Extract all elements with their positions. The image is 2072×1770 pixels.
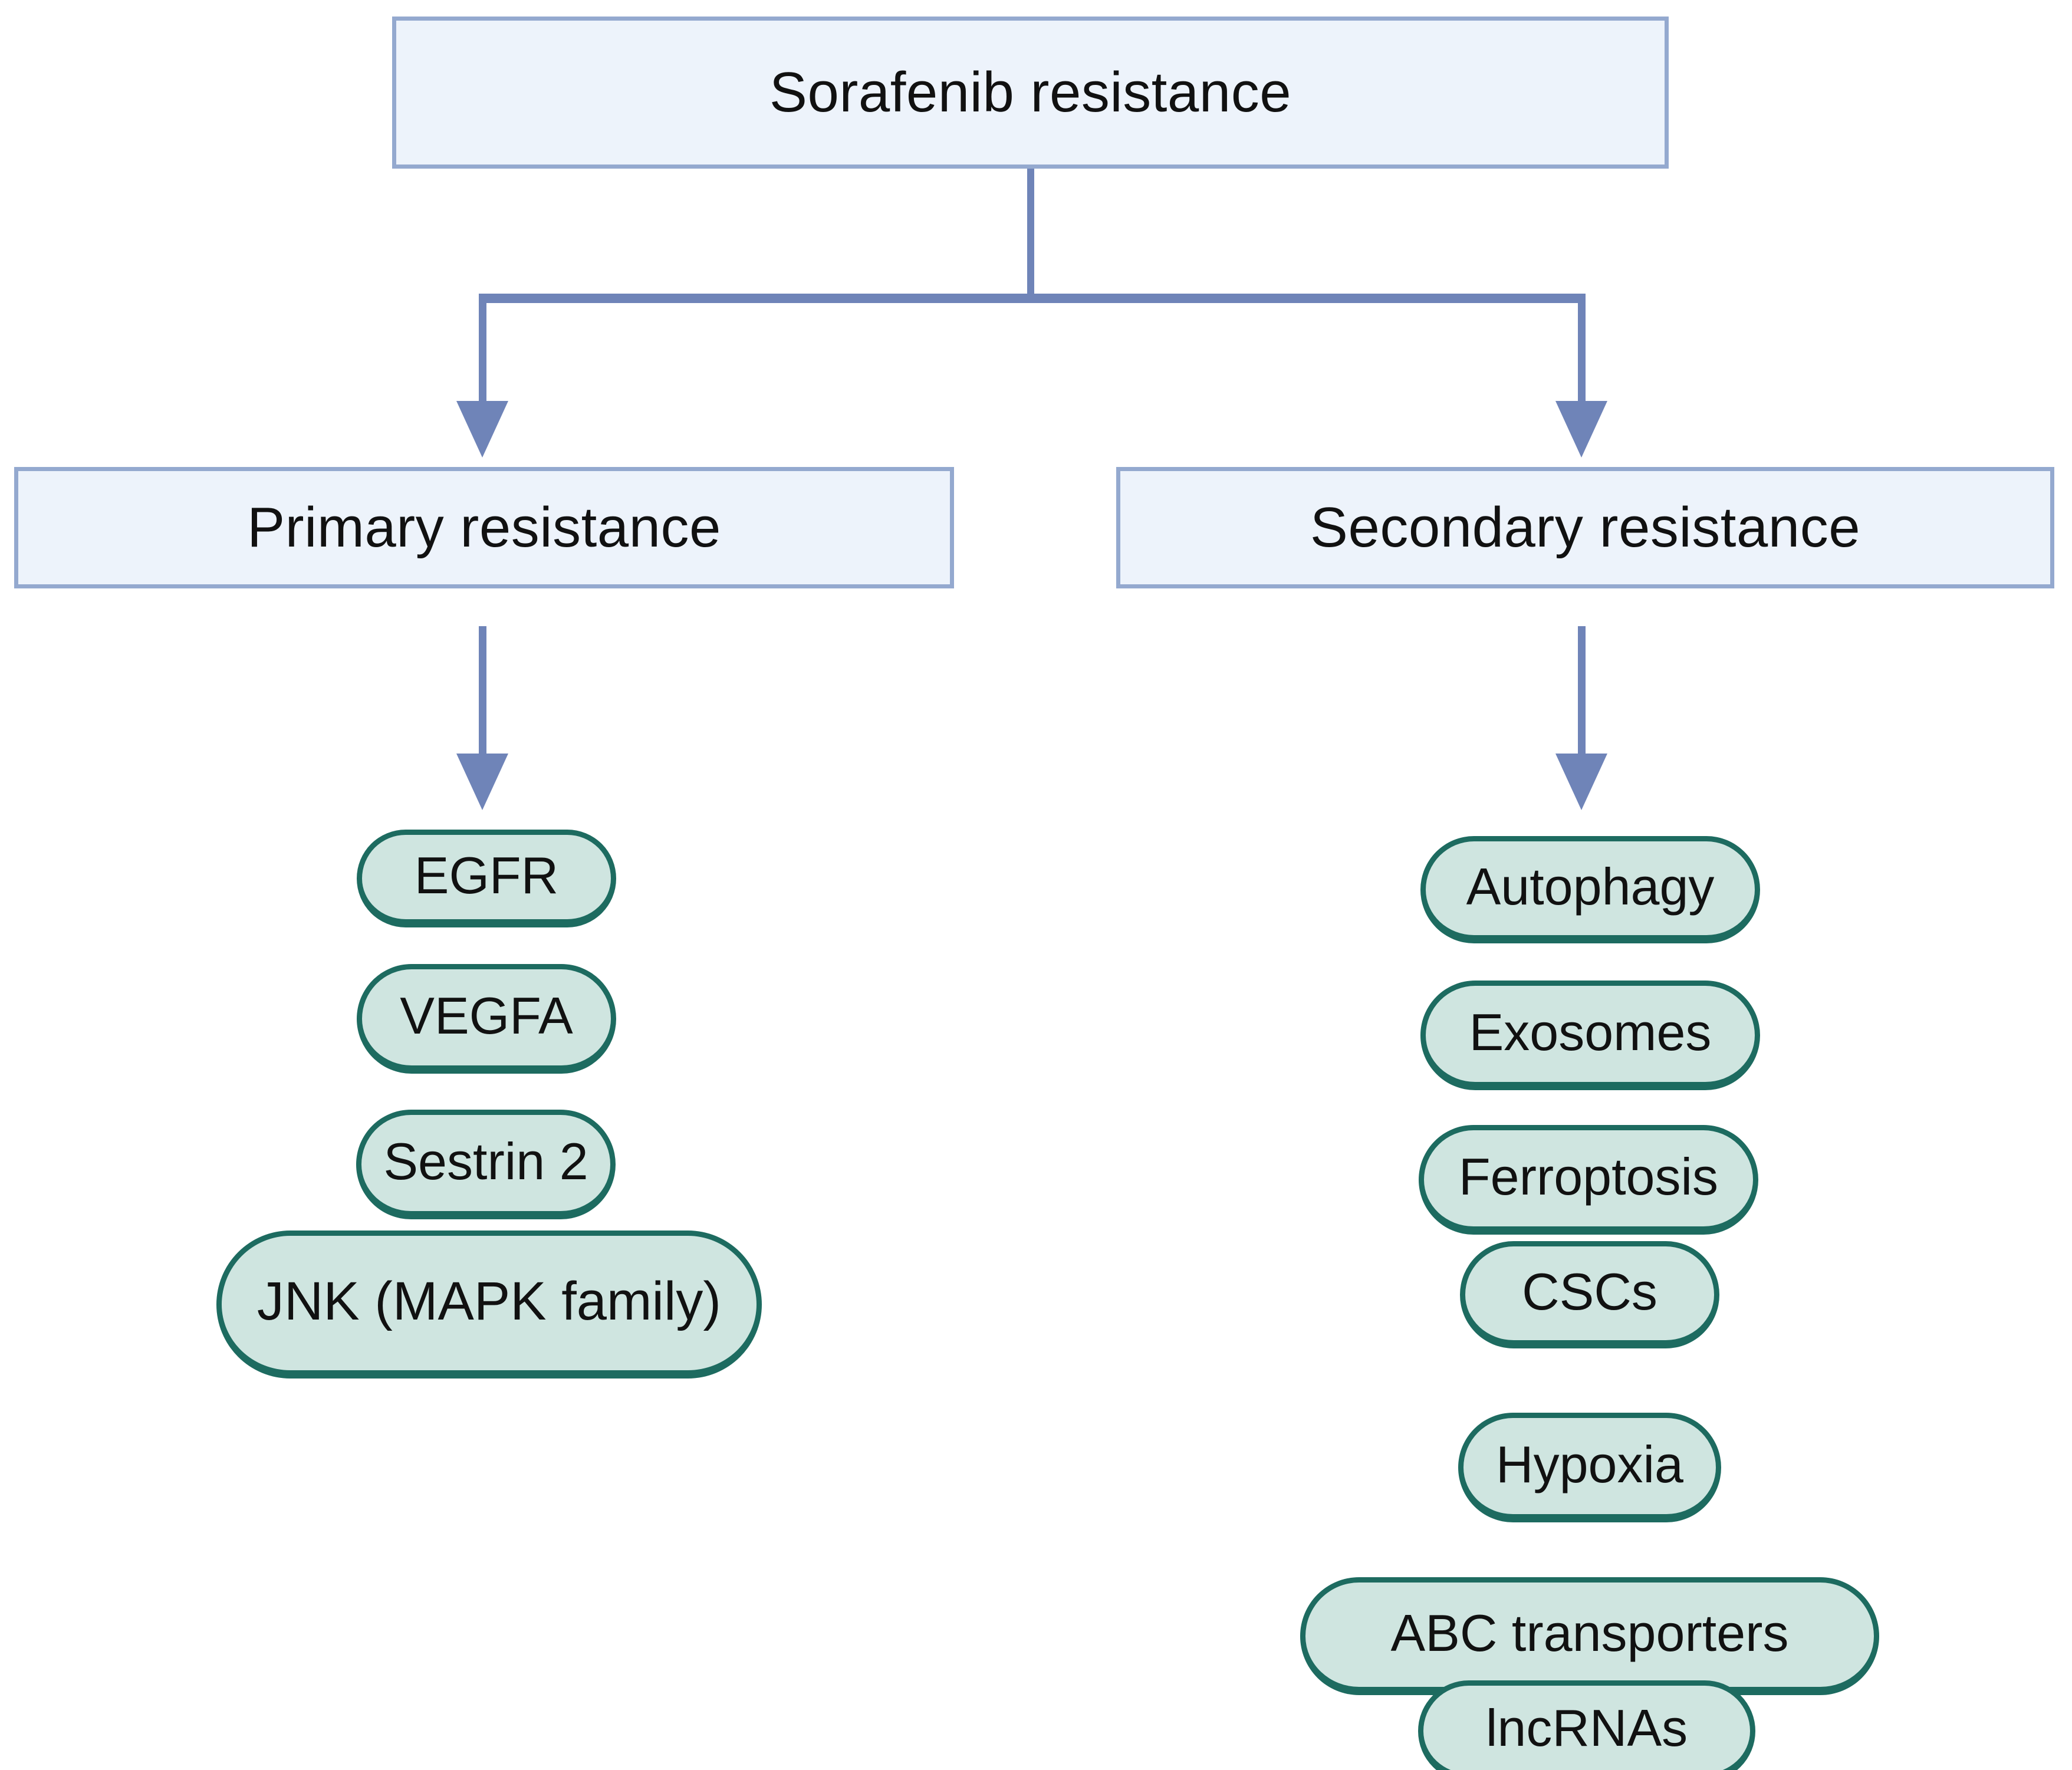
arrowhead-down-secondary-icon [1555, 401, 1607, 458]
node-label-primary: Primary resistance [247, 496, 721, 559]
arrowhead-down-secondary-items-icon [1555, 754, 1607, 810]
node-secondary-resistance: Secondary resistance [1116, 467, 2054, 588]
item-label: lncRNAs [1485, 1698, 1688, 1757]
item-pill-cscs: CSCs [1460, 1241, 1719, 1348]
connector-leg-secondary [1578, 294, 1586, 403]
item-label: Hypoxia [1496, 1435, 1683, 1493]
item-label: Ferroptosis [1458, 1147, 1719, 1206]
node-label-secondary: Secondary resistance [1310, 496, 1861, 559]
item-label: CSCs [1522, 1262, 1657, 1321]
item-label: VEGFA [400, 986, 573, 1045]
item-label: EGFR [414, 845, 559, 904]
connector-secondary-stem [1578, 626, 1586, 756]
item-label: JNK (MAPK family) [256, 1271, 722, 1331]
connector-leg-primary [479, 294, 486, 403]
connector-root-stem [1027, 169, 1034, 300]
node-sorafenib-resistance: Sorafenib resistance [392, 17, 1669, 169]
arrowhead-down-primary-items-icon [456, 754, 508, 810]
item-pill-vegfa: VEGFA [357, 964, 616, 1074]
connector-primary-stem [479, 626, 486, 756]
item-label: Exosomes [1469, 1002, 1712, 1061]
item-pill-autophagy: Autophagy [1420, 836, 1760, 943]
item-pill-egfr: EGFR [357, 830, 616, 927]
arrowhead-down-primary-icon [456, 401, 508, 458]
item-pill-abc-transporters: ABC transporters [1300, 1577, 1879, 1695]
item-label: Autophagy [1466, 857, 1715, 916]
item-pill-lncrnas: lncRNAs [1418, 1680, 1755, 1770]
item-pill-jnk-mapk-family: JNK (MAPK family) [216, 1231, 762, 1379]
node-label-root: Sorafenib resistance [769, 61, 1292, 124]
item-pill-sestrin-2: Sestrin 2 [356, 1110, 616, 1219]
connector-split-bus [479, 294, 1585, 303]
item-label: Sestrin 2 [383, 1131, 588, 1190]
node-primary-resistance: Primary resistance [14, 467, 954, 588]
item-pill-ferroptosis: Ferroptosis [1419, 1125, 1758, 1235]
item-pill-exosomes: Exosomes [1420, 981, 1760, 1090]
item-pill-hypoxia: Hypoxia [1458, 1413, 1721, 1522]
item-label: ABC transporters [1390, 1603, 1789, 1662]
